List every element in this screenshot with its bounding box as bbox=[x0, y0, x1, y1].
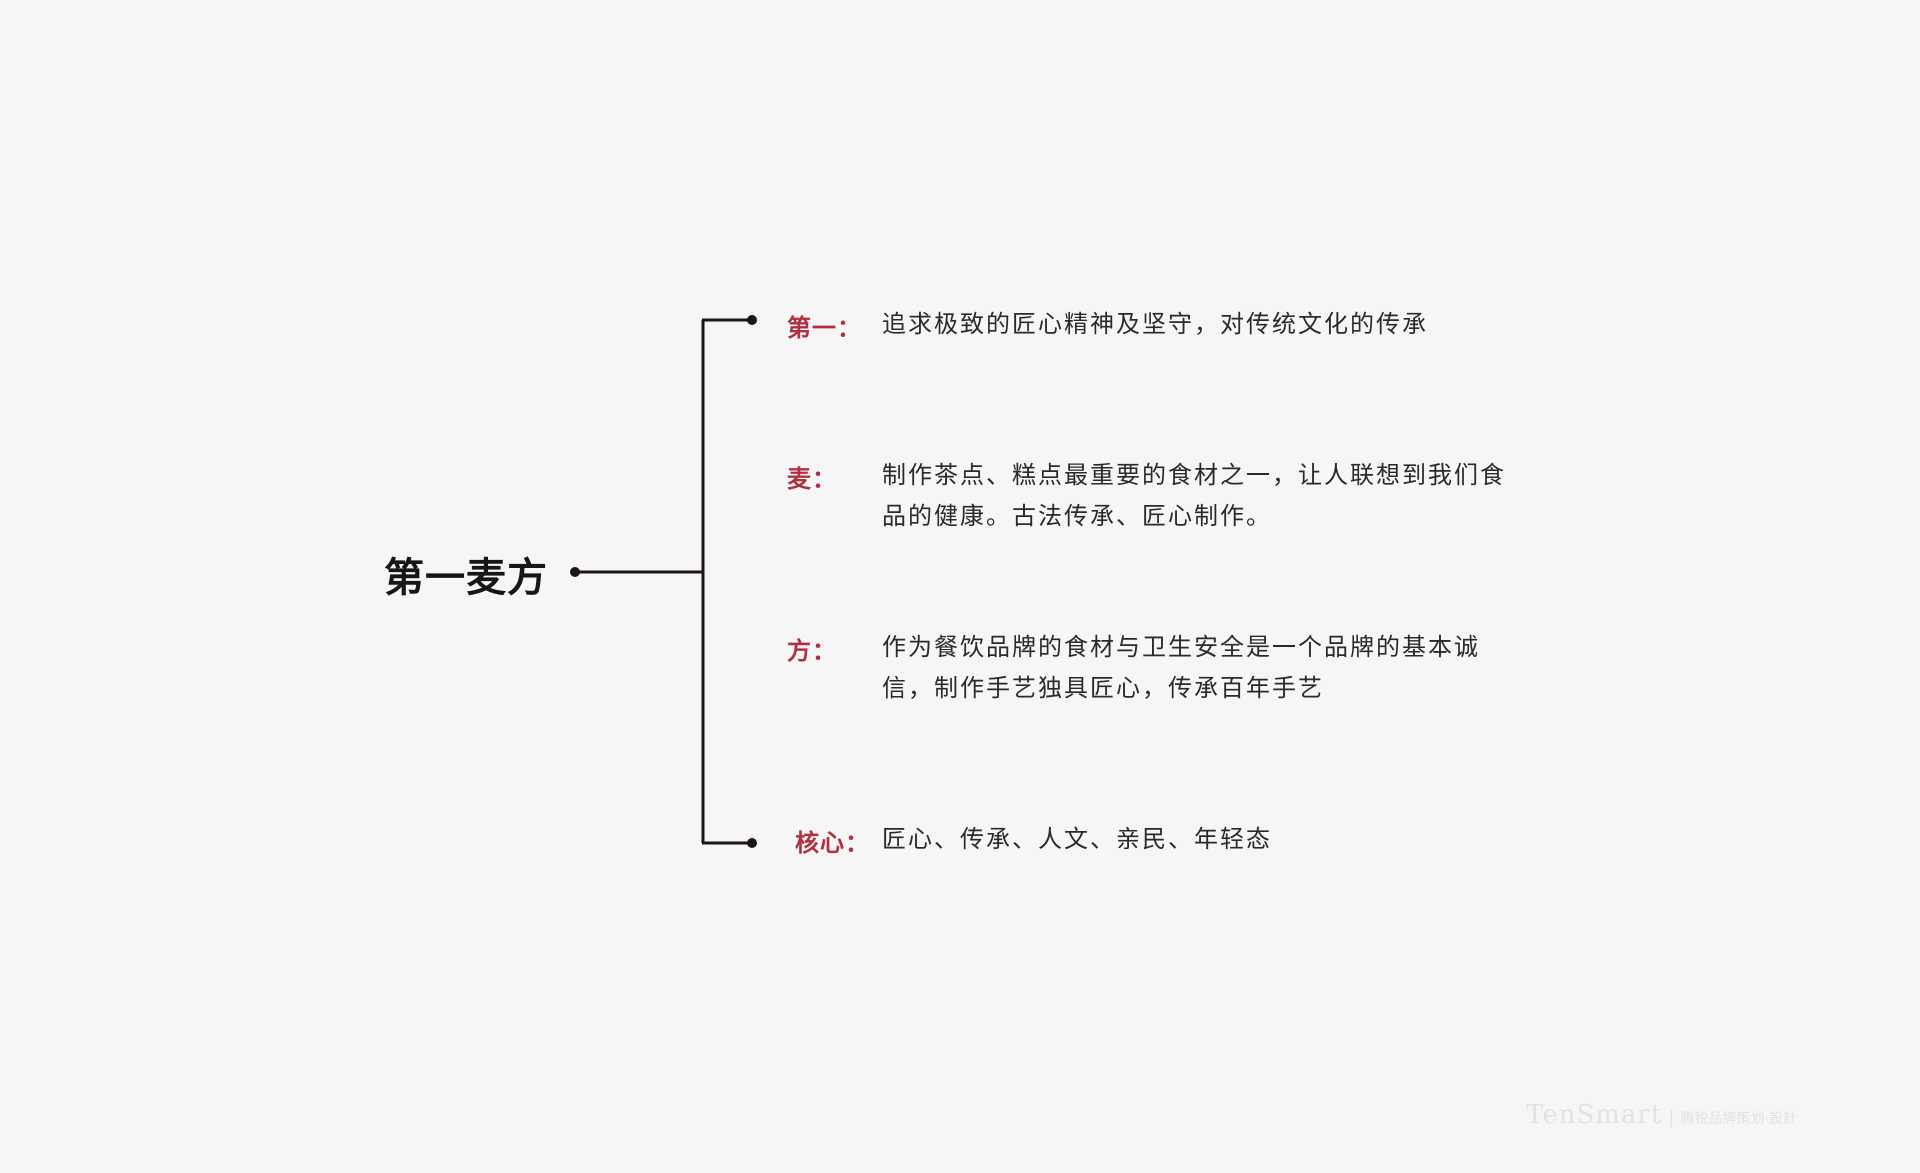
branch-label-2: 麦： bbox=[787, 465, 837, 493]
branch-label-1: 第一： bbox=[787, 314, 862, 342]
branch-text-1: 追求极致的匠心精神及坚守，对传统文化的传承 bbox=[882, 310, 1428, 338]
root-title: 第一麦方 bbox=[384, 555, 548, 601]
watermark: TenSmart| 腾锐品牌策划·設計 bbox=[1526, 1100, 1797, 1130]
branch-text-3: 作为餐饮品牌的食材与卫生安全是一个品牌的基本诚信，制作手艺独具匠心，传承百年手艺 bbox=[882, 633, 1480, 702]
branch-label-3: 方： bbox=[787, 637, 837, 665]
watermark-tagline: 腾锐品牌策划·設計 bbox=[1680, 1111, 1797, 1127]
bracket-top-dot bbox=[747, 315, 757, 325]
watermark-logo: TenSmart bbox=[1526, 1100, 1663, 1130]
branch-label-4: 核心： bbox=[795, 829, 870, 857]
watermark-divider: | bbox=[1668, 1107, 1675, 1128]
branch-text-2: 制作茶点、糕点最重要的食材之一，让人联想到我们食品的健康。古法传承、匠心制作。 bbox=[882, 461, 1506, 530]
bracket-bottom-dot bbox=[747, 838, 757, 848]
branch-text-4: 匠心、传承、人文、亲民、年轻态 bbox=[882, 825, 1272, 853]
